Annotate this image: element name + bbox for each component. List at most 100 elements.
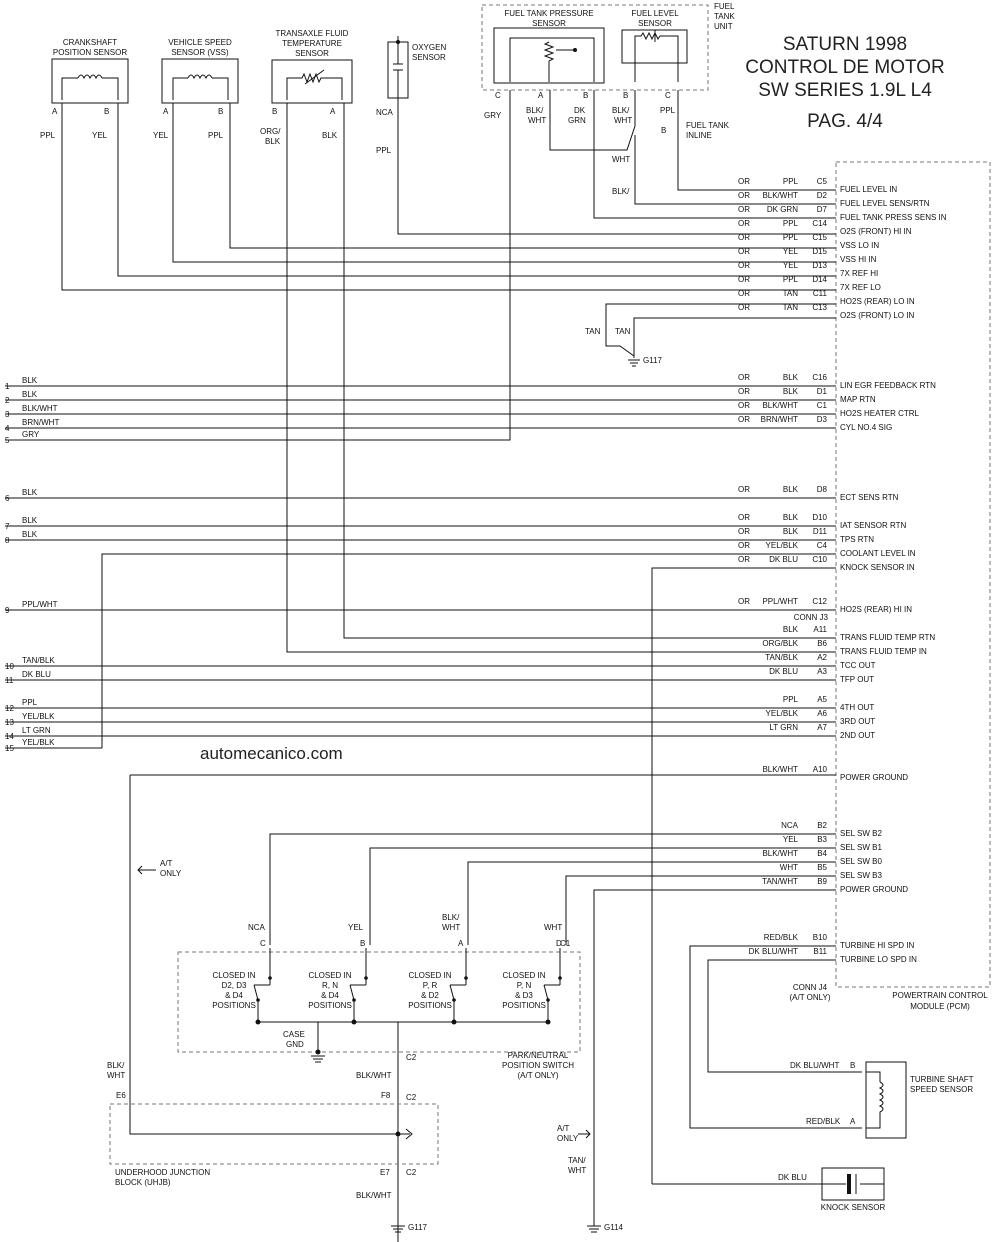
pcm-pin-function: TURBINE HI SPD IN xyxy=(840,941,914,950)
pnp-switch-label: CLOSED IN xyxy=(308,971,351,980)
pnp-switch-label: CLOSED IN xyxy=(212,971,255,980)
pcm-pin-number: B11 xyxy=(813,947,827,956)
pcm-wire-color: DK BLU/WHT xyxy=(749,947,798,956)
tss-pin-b: B xyxy=(850,1061,855,1070)
left-ref-number: 11 xyxy=(5,676,14,685)
pcm-pin-number: D13 xyxy=(812,261,827,270)
pcm-pin-number: C15 xyxy=(812,233,827,242)
pcm-pin-function: VSS HI IN xyxy=(840,255,877,264)
left-reference-row: 4 BRN/WHT xyxy=(5,418,836,433)
knock-wire xyxy=(651,567,836,1184)
knock-sensor: DK BLU KNOCK SENSOR xyxy=(652,1167,885,1212)
pcm-wire-color: BLK/WHT xyxy=(762,765,798,774)
pnp-pin-letter: B xyxy=(360,939,365,948)
left-ref-number: 4 xyxy=(5,424,10,433)
inline-pin: B xyxy=(661,126,666,135)
at-only-mid-1: A/T xyxy=(557,1124,570,1133)
pcm-or-label: OR xyxy=(738,555,750,564)
pnp-switch-label: & D3 xyxy=(515,991,533,1000)
left-ref-wire: LT GRN xyxy=(22,726,51,735)
pnp-label-2: POSITION SWITCH xyxy=(502,1061,574,1070)
ftps-label-1: FUEL TANK PRESSURE xyxy=(504,9,593,18)
left-reference-row: 11 DK BLU xyxy=(5,670,836,685)
vss-wire-b: PPL xyxy=(208,131,224,140)
pcm-pin-number: C4 xyxy=(817,541,828,550)
pcm-pin-function: TCC OUT xyxy=(840,661,876,670)
pcm-pin-number: A11 xyxy=(813,625,827,634)
left-ref-wire: DK BLU xyxy=(22,670,51,679)
pcm-pin-number: D11 xyxy=(813,527,828,536)
left-ref-number: 2 xyxy=(5,396,10,405)
tft-label-1: TRANSAXLE FLUID xyxy=(276,29,349,38)
vss-wire-a: YEL xyxy=(153,131,169,140)
uhjb-wire-e7: BLK/WHT xyxy=(356,1191,392,1200)
o2s-label-1: OXYGEN xyxy=(412,43,446,52)
ftps-wire-a1: BLK/ xyxy=(526,106,544,115)
left-reference-rows: 1BLK2BLK3BLK/WHT4BRN/WHT5GRY6BLK7BLK8BLK… xyxy=(5,376,836,753)
pnp-pin-wire: NCA xyxy=(248,923,266,932)
pcm-pin-function: SEL SW B3 xyxy=(840,871,882,880)
pcm-wire-color: BLK/WHT xyxy=(762,191,798,200)
uhjb-e6: E6 xyxy=(116,1091,126,1100)
uhjb-wire-f8: BLK/WHT xyxy=(356,1071,392,1080)
pcm-pin-function: CYL NO.4 SIG xyxy=(840,423,892,432)
pnp-switch-label: & D2 xyxy=(421,991,439,1000)
pcm-or-label: OR xyxy=(738,527,750,536)
crank-pin-a: A xyxy=(52,107,58,116)
pcm-pin-function: ECT SENS RTN xyxy=(840,493,899,502)
pcm-pin-function: TURBINE LO SPD IN xyxy=(840,955,917,964)
tss-label-2: SPEED SENSOR xyxy=(910,1085,973,1094)
g117-top-wire-2: TAN xyxy=(615,327,631,336)
pcm-or-label: OR xyxy=(738,415,750,424)
pcm-wire-color: ORG/BLK xyxy=(762,639,798,648)
pnp-pin-wire-2: WHT xyxy=(442,923,460,932)
transaxle-fluid-temperature-sensor: TRANSAXLE FLUID TEMPERATURE SENSOR B A O… xyxy=(260,29,836,653)
pcm-wire-color: BRN/WHT xyxy=(761,415,798,424)
fuel-tank-wiring: B FUEL TANK INLINE WHT BLK/ xyxy=(5,90,836,441)
pcm-wire-color: PPL xyxy=(783,275,799,284)
fls-pin-b: B xyxy=(623,91,628,100)
fls-label-2: SENSOR xyxy=(638,19,672,28)
pcm-pin-function: MAP RTN xyxy=(840,395,876,404)
knock-wire-label: DK BLU xyxy=(778,1173,807,1182)
watermark: automecanico.com xyxy=(200,744,343,763)
left-ref-wire: PPL xyxy=(22,698,38,707)
conn-j3-label: CONN J3 xyxy=(794,613,829,622)
pcm-pin-function: HO2S (REAR) LO IN xyxy=(840,297,915,306)
pcm-or-label: OR xyxy=(738,261,750,270)
pcm-pin-number: D2 xyxy=(817,191,828,200)
pnp-switch-label: CLOSED IN xyxy=(408,971,451,980)
tss-label-1: TURBINE SHAFT xyxy=(910,1075,974,1084)
tan-wht-label-1: TAN/ xyxy=(568,1156,586,1165)
turbine-shaft-speed-sensor: B A DK BLU/WHT RED/BLK TURBINE SHAFT SPE… xyxy=(689,945,974,1139)
ftps-wire-a2: WHT xyxy=(528,116,546,125)
pcm-or-label: OR xyxy=(738,387,750,396)
pnp-switch-label: P, R xyxy=(423,981,438,990)
pcm-pin-number: A6 xyxy=(817,709,827,718)
pcm-or-label: OR xyxy=(738,373,750,382)
pcm-pin-function: 7X REF LO xyxy=(840,283,881,292)
g114-label: G114 xyxy=(604,1223,624,1232)
pcm-wire-color: TAN/WHT xyxy=(762,877,798,886)
pcm-pin-function: FUEL LEVEL IN xyxy=(840,185,897,194)
left-ref-wire: GRY xyxy=(22,430,40,439)
